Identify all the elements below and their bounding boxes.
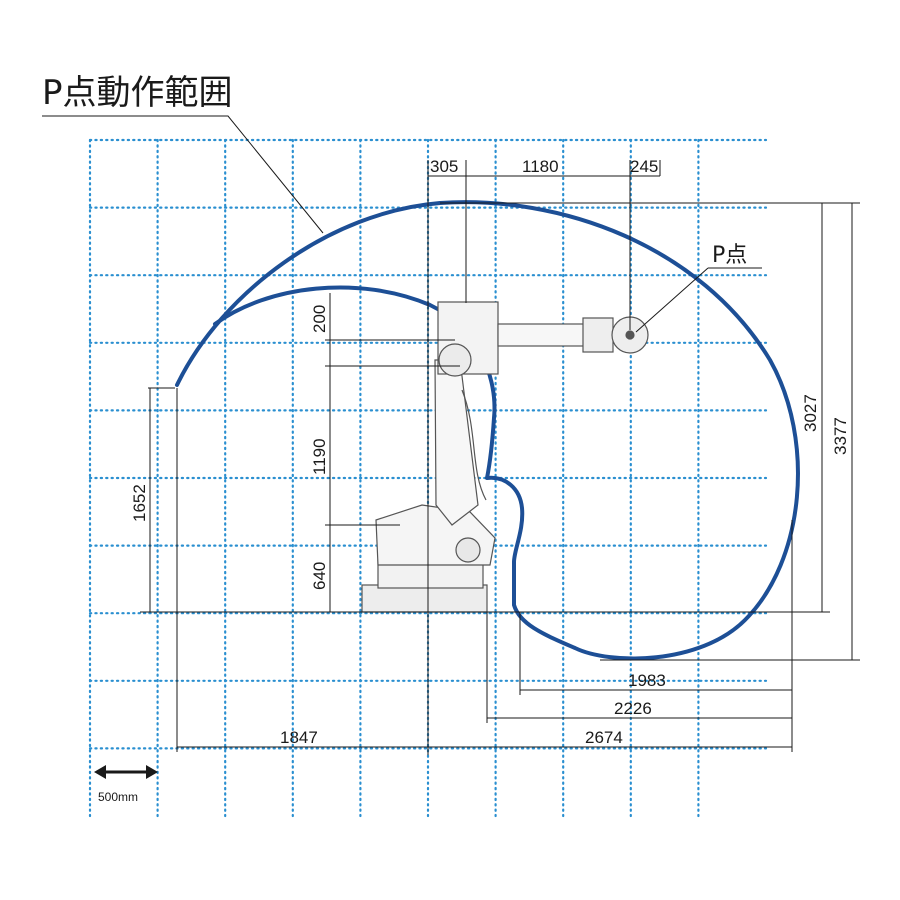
robot-elbow-joint [438,343,472,377]
dim-1847: 1847 [280,728,318,747]
robot-forearm [497,323,587,347]
robot-wrist [582,317,614,353]
dim-1180: 1180 [522,157,559,176]
robot-base [361,584,488,613]
robot-drawing [361,301,649,613]
dim-640: 640 [310,562,329,590]
robot-shoulder-joint [455,537,481,563]
dim-200: 200 [310,305,329,333]
dim-3377: 3377 [831,417,850,455]
dotted-grid [88,138,768,818]
dim-1652: 1652 [130,484,149,522]
scale-arrow-right-icon [146,765,158,779]
dim-305: 305 [430,157,458,176]
title-leader-line [42,115,324,234]
p-point-label: P点 [712,243,747,268]
diagram-title: P点動作範囲 [42,73,233,113]
dim-245: 245 [630,157,658,176]
dim-1983: 1983 [628,671,666,690]
dim-2226: 2226 [614,699,652,718]
robot-cable [461,389,487,501]
dim-1190: 1190 [310,438,329,475]
envelope-outer-arc [175,200,800,661]
scale-bar: 500mm [94,765,158,804]
envelope-inner-arc [213,285,525,564]
dim-3027: 3027 [801,394,820,432]
scale-arrow-left-icon [94,765,106,779]
robot-lower-arm [434,359,479,526]
dimension-lines [140,160,860,755]
p-point-marker [625,330,635,340]
dim-2674: 2674 [585,728,623,747]
motion-envelope [175,200,800,661]
scale-label: 500mm [98,790,138,804]
